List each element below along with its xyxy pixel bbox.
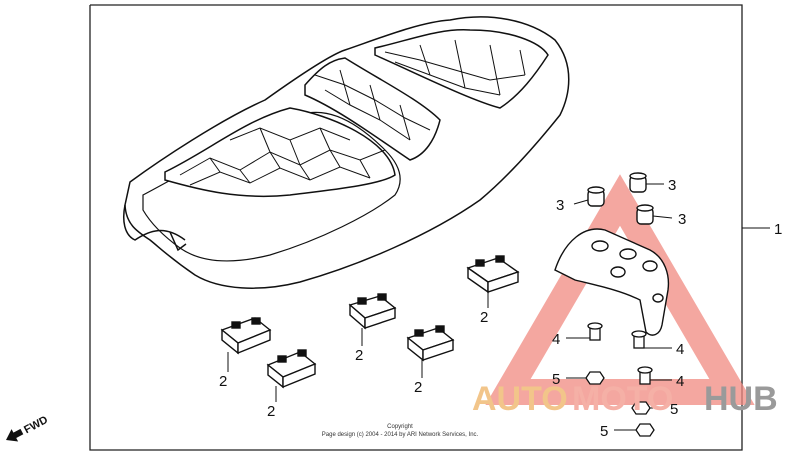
callout-2-b: 2 xyxy=(267,403,275,420)
rubber-block-1 xyxy=(220,317,272,355)
bolt-2 xyxy=(631,330,647,349)
watermark-hub: HUB xyxy=(704,380,778,418)
rubber-block-2 xyxy=(266,349,317,389)
nut-2 xyxy=(631,401,651,415)
copyright-line-1: Copyright xyxy=(387,424,413,430)
grommet-1 xyxy=(587,186,605,207)
callout-4-b: 4 xyxy=(676,341,684,358)
callout-5-a: 5 xyxy=(552,371,560,388)
callout-2-e: 2 xyxy=(480,309,488,326)
rubber-block-3 xyxy=(348,293,397,330)
grommet-group xyxy=(587,172,654,225)
fwd-arrow-icon xyxy=(6,428,24,442)
watermark-moto: MOTO xyxy=(572,380,673,418)
callout-2-c: 2 xyxy=(355,347,363,364)
callout-2-a: 2 xyxy=(219,373,227,390)
callout-5-c: 5 xyxy=(600,423,608,440)
nut-3 xyxy=(635,423,655,437)
fwd-label: FWD xyxy=(22,414,50,436)
callout-3-b: 3 xyxy=(668,177,676,194)
bolt-1 xyxy=(587,322,603,341)
callout-5-b: 5 xyxy=(670,401,678,418)
copyright-line-2: Page design (c) 2004 - 2014 by ARI Netwo… xyxy=(322,432,479,438)
fastener-group xyxy=(585,322,655,437)
rubber-block-4 xyxy=(406,325,455,362)
callout-3-a: 3 xyxy=(556,197,564,214)
leader-lines xyxy=(227,183,770,431)
callout-4-c: 4 xyxy=(676,373,684,390)
fwd-indicator: FWD xyxy=(6,414,50,442)
bolt-3 xyxy=(637,366,653,385)
watermark-logo: AUTO MOTO HUB xyxy=(472,380,778,418)
diagram-frame xyxy=(89,4,743,451)
callout-labels: 1 2 2 2 2 2 3 3 3 4 4 4 5 5 5 xyxy=(219,177,782,440)
callout-4-a: 4 xyxy=(552,331,560,348)
seat-quilting xyxy=(179,39,526,186)
watermark-auto: AUTO xyxy=(472,380,568,418)
grommet-2 xyxy=(629,172,647,193)
callout-1: 1 xyxy=(774,221,782,238)
callout-3-c: 3 xyxy=(678,211,686,228)
rubber-block-5 xyxy=(466,255,520,294)
grommet-3 xyxy=(636,204,654,225)
seat-assembly xyxy=(123,16,570,289)
watermark-triangle xyxy=(485,174,755,405)
seat-bracket xyxy=(554,228,670,336)
rubber-block-group xyxy=(220,255,520,389)
callout-2-d: 2 xyxy=(414,379,422,396)
